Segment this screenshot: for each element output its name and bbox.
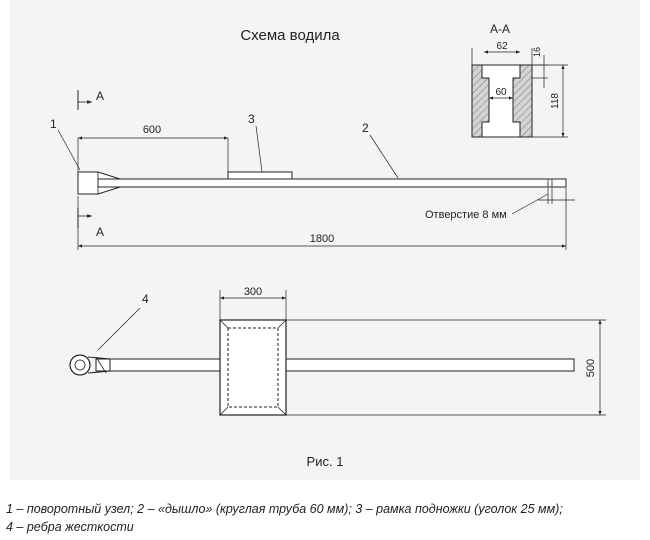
swivel-eye — [69, 354, 91, 376]
cut-letter-bottom: А — [96, 225, 104, 239]
drawbar-tube-plan — [95, 358, 575, 372]
stiffening-rib — [87, 356, 111, 374]
label-4: 4 — [142, 292, 149, 306]
plan-view: 300 4 500 — [69, 286, 606, 416]
drawing-panel: Схема водила А-А 62 60 16 118 А А — [10, 0, 640, 480]
legend-line-2: 4 – ребра жесткости — [6, 520, 134, 534]
dim-1800: 1800 — [310, 233, 334, 245]
dim-62: 62 — [496, 41, 508, 52]
section-view: А-А 62 60 16 118 — [471, 22, 568, 138]
footrest-frame-plan — [219, 319, 287, 416]
cut-letter-top: А — [96, 89, 104, 103]
legend-line-1: 1 – поворотный узел; 2 – «дышло» (кругла… — [6, 502, 563, 516]
footrest-frame-side — [227, 171, 293, 180]
dim-500: 500 — [585, 359, 597, 377]
label-1: 1 — [50, 117, 57, 131]
hole-note: Отверстие 8 мм — [425, 209, 507, 221]
dim-600: 600 — [143, 124, 161, 136]
drawing-title: Схема водила — [240, 27, 340, 44]
dim-60: 60 — [495, 87, 507, 98]
drawbar-tube — [97, 178, 567, 188]
label-3: 3 — [248, 112, 255, 126]
dim-300: 300 — [244, 286, 262, 298]
legend-block: 1 – поворотный узел; 2 – «дышло» (кругла… — [6, 500, 646, 536]
dim-118: 118 — [550, 93, 561, 109]
figure-caption: Рис. 1 — [307, 454, 344, 469]
dim-16: 16 — [532, 47, 542, 57]
side-view: А А 600 1 3 2 Отверстие 8 мм — [50, 89, 575, 250]
label-2: 2 — [362, 121, 369, 135]
section-mark: А-А — [490, 22, 510, 36]
section-cavity — [481, 64, 521, 138]
technical-drawing: Схема водила А-А 62 60 16 118 А А — [50, 22, 606, 469]
